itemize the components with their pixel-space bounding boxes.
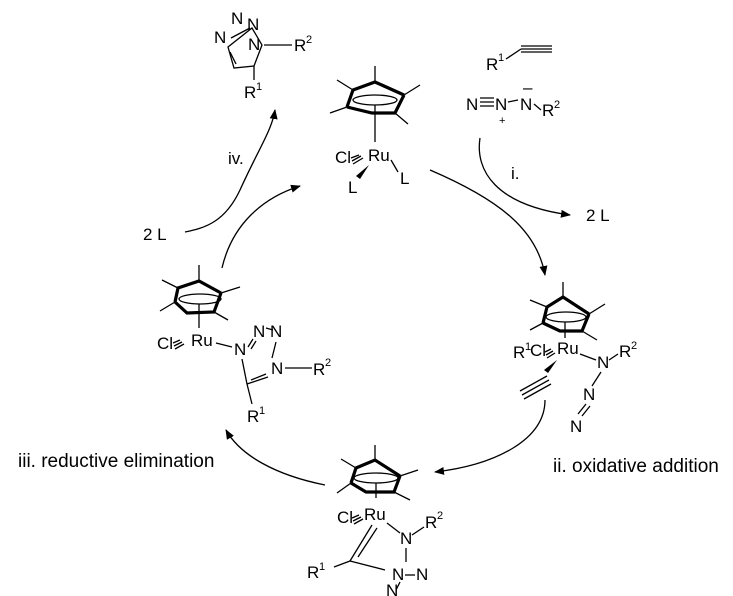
superscript: 1 (259, 405, 265, 417)
arrow-ligand-to-catalyst (184, 109, 278, 233)
atom-n: N (247, 15, 259, 34)
atom-n: N (570, 417, 582, 436)
atom-n: N (416, 565, 428, 584)
atom-r: R (619, 342, 631, 361)
atom-l: L (400, 169, 409, 188)
atom-ru: Ru (368, 146, 390, 165)
atom-n: N (231, 9, 243, 28)
superscript: 2 (631, 340, 637, 352)
atom-r: R (486, 55, 498, 74)
atom-l: L (348, 178, 357, 197)
atom-n: N (248, 35, 260, 54)
superscript: 1 (319, 561, 325, 573)
superscript: 2 (437, 510, 443, 522)
atom-n: N (271, 359, 283, 378)
atom-r: R (313, 360, 325, 379)
arrow-step-i (429, 169, 548, 276)
atom-cl: Cl (530, 341, 546, 360)
atom-ru: Ru (191, 331, 213, 350)
atom-cl: Cl (335, 148, 351, 167)
atom-r: R (294, 36, 306, 55)
intermediate-ru-triazolide: Cl Ru N N N N R 2 R 1 (157, 265, 331, 426)
label-step-ii-oxidative-addition: ii. oxidative addition (553, 456, 719, 477)
charge-minus: – (523, 78, 533, 97)
atom-n: N (234, 340, 246, 359)
atom-ru: Ru (364, 505, 386, 524)
reagent-azide: N N + N – R 2 (466, 78, 560, 127)
atom-n: N (214, 28, 226, 47)
atom-r: R (244, 83, 256, 102)
superscript: 2 (306, 34, 312, 46)
atom-r: R (513, 343, 525, 362)
superscript: 1 (525, 341, 531, 353)
superscript: 2 (554, 99, 560, 111)
atom-cl: Cl (337, 508, 353, 527)
arrow-step-iii (225, 429, 326, 486)
atom-n: N (597, 353, 609, 372)
charge-plus: + (499, 115, 505, 127)
catalyst-cp-ru-complex: Cl Ru L L (329, 66, 421, 197)
label-2l-in: 2 L (143, 225, 167, 244)
superscript: 1 (498, 52, 504, 64)
label-step-i: i. (511, 164, 520, 183)
intermediate-ruthenacycle: Cl Ru N R 2 N N N R 1 (307, 445, 443, 596)
atom-n: N (386, 581, 398, 596)
reagent-alkyne: R 1 (486, 45, 552, 74)
atom-n: N (253, 322, 265, 341)
superscript: 2 (325, 357, 331, 369)
atom-ru: Ru (557, 339, 579, 358)
label-2l-out: 2 L (586, 206, 610, 225)
atom-cl: Cl (157, 334, 173, 353)
label-step-iii-reductive-elimination: iii. reductive elimination (18, 451, 214, 472)
atom-r: R (307, 563, 319, 582)
atom-n: N (392, 565, 404, 584)
atom-n: N (583, 385, 595, 404)
atom-n: N (270, 322, 282, 341)
atom-r: R (247, 407, 259, 426)
arrow-step-iv (221, 184, 301, 269)
atom-n: N (400, 529, 412, 548)
atom-r: R (425, 513, 437, 532)
arrow-step-ii (434, 399, 546, 475)
product-triazole: N N N N R 2 R 1 (214, 9, 312, 102)
arrow-reagents-in (478, 137, 571, 218)
atom-r: R (542, 101, 554, 120)
superscript: 1 (256, 81, 262, 93)
label-step-iv: iv. (228, 149, 244, 168)
atom-n: N (495, 95, 507, 114)
intermediate-azide-alkyne-complex: R 1 Cl Ru N R 2 N N (513, 282, 637, 436)
atom-n: N (520, 95, 532, 114)
atom-n: N (466, 95, 478, 114)
